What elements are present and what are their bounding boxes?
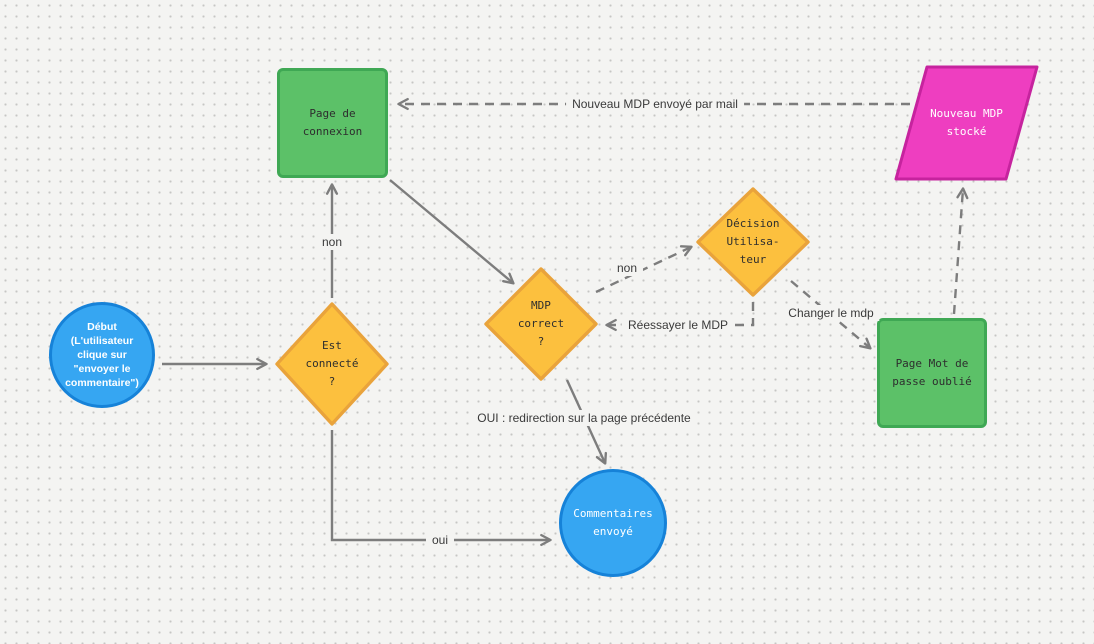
edge-label-oui-redirection: OUI : redirection sur la page précédente	[471, 410, 697, 426]
edge-est-connecte-to-commentaires[interactable]	[330, 430, 552, 547]
node-page-connexion-label: Page de connexion	[302, 107, 363, 138]
edge-label-changer-mdp: Changer le mdp	[782, 305, 880, 321]
node-nouveau-mdp-stocke-label: Nouveau MDP stocké	[930, 107, 1003, 138]
parallelogram-shape	[894, 65, 1039, 181]
node-page-connexion[interactable]: Page de connexion	[277, 68, 388, 178]
edge-label-nouveau-mdp-mail: Nouveau MDP envoyé par mail	[566, 96, 744, 112]
node-mdp-correct[interactable]: MDP correct ?	[483, 266, 599, 382]
node-decision-utilisateur[interactable]: Décision Utilisa- teur	[695, 186, 811, 298]
node-commentaires-envoye[interactable]: Commentaires envoyé	[559, 469, 667, 577]
node-est-connecte[interactable]: Est connecté ?	[274, 301, 390, 427]
edge-label-reessayer-mdp: Réessayer le MDP	[621, 317, 735, 333]
diamond-shape	[484, 267, 598, 381]
edge-label-oui: oui	[425, 532, 455, 548]
edge-page-connexion-to-mdp-correct[interactable]	[389, 179, 515, 285]
edge-label-non-diagonal: non	[610, 260, 644, 276]
node-decision-utilisateur-label: Décision Utilisa- teur	[726, 217, 780, 266]
node-page-mdp-oublie[interactable]: Page Mot de passe oublié	[877, 318, 987, 428]
node-mdp-correct-label: MDP correct ?	[517, 299, 565, 348]
edge-mdp-correct-to-decision[interactable]	[595, 245, 693, 294]
node-page-mdp-oublie-label: Page Mot de passe oublié	[892, 357, 972, 388]
node-start[interactable]: Début (L'utilisateur clique sur "envoyer…	[49, 302, 155, 408]
diamond-shape	[275, 302, 389, 426]
node-commentaires-envoye-label: Commentaires envoyé	[573, 507, 653, 538]
edge-page-mdp-oublie-to-nouveau-mdp[interactable]	[952, 187, 969, 315]
node-est-connecte-label: Est connecté ?	[305, 339, 359, 388]
edge-label-non-vertical: non	[315, 234, 349, 250]
diamond-shape	[696, 187, 810, 297]
node-nouveau-mdp-stocke[interactable]: Nouveau MDP stocké	[893, 64, 1040, 182]
node-start-label: Début (L'utilisateur clique sur "envoyer…	[65, 321, 139, 389]
